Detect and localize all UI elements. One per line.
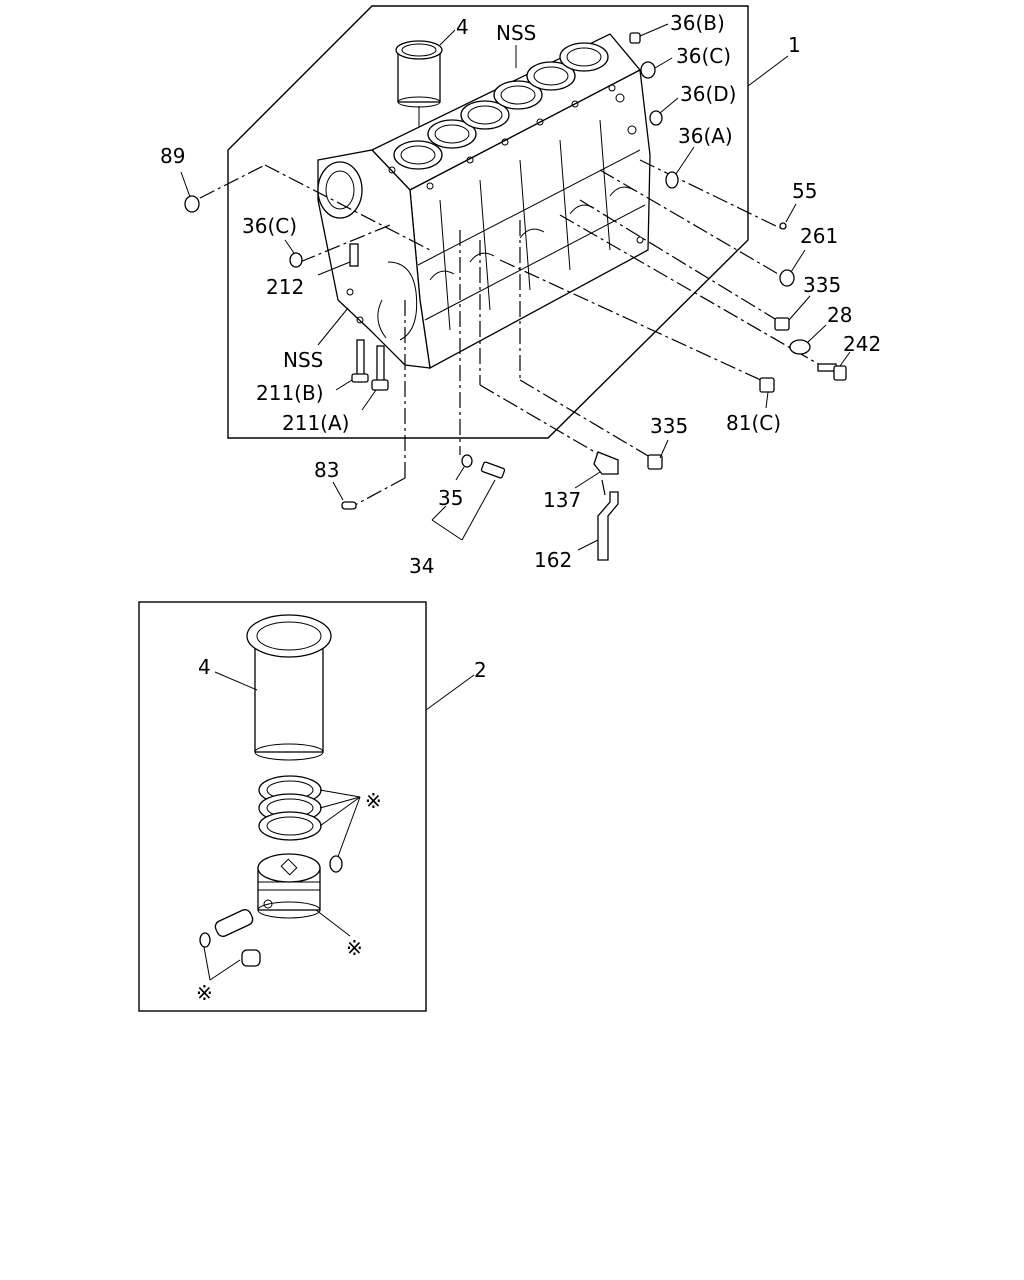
plug-36c-left [284, 239, 303, 268]
leader-1 [747, 55, 789, 87]
label-89: 89 [160, 144, 185, 168]
plug-89 [180, 171, 200, 213]
bolt-211a [361, 345, 389, 411]
nss-left-leader [317, 307, 349, 346]
label-2: 2 [474, 658, 487, 682]
label-36c-right: 36(C) [676, 44, 731, 68]
label-28: 28 [827, 303, 852, 327]
bolt-211b [335, 339, 369, 391]
plug-36a [665, 146, 695, 189]
leader-2 [425, 674, 475, 711]
label-162: 162 [534, 548, 572, 572]
label-212: 212 [266, 275, 304, 299]
piston-pin-set [199, 909, 261, 981]
label-34: 34 [409, 554, 434, 578]
label-83: 83 [314, 458, 339, 482]
label-nss-top: NSS [496, 21, 536, 45]
ring-261 [779, 249, 806, 287]
dowel-212 [317, 243, 359, 276]
assembly-frame-1 [227, 5, 749, 439]
gasket-28 [789, 324, 827, 355]
label-261: 261 [800, 224, 838, 248]
label-211b: 211(B) [256, 381, 324, 405]
cylinder-liner-top [395, 29, 456, 145]
plug-81c [759, 377, 775, 409]
label-4-kit: 4 [198, 655, 211, 679]
label-335-bottom: 335 [650, 414, 688, 438]
ball-55 [779, 203, 797, 230]
label-137: 137 [543, 488, 581, 512]
plug-36d [649, 97, 679, 126]
pin-83 [332, 481, 357, 510]
label-242: 242 [843, 332, 881, 356]
bolt-335-bottom [647, 439, 669, 470]
bolt-242 [817, 351, 851, 381]
label-star-rings: ※ [365, 789, 382, 813]
bolt-335-right [774, 295, 811, 331]
label-81c: 81(C) [726, 411, 781, 435]
label-211a: 211(A) [282, 411, 349, 435]
kit-box-2 [138, 601, 427, 1012]
label-star-piston: ※ [346, 936, 363, 960]
label-star-pin: ※ [196, 981, 213, 1005]
label-335-right: 335 [803, 273, 841, 297]
plug-36c-right [640, 57, 673, 79]
label-4-top: 4 [456, 15, 469, 39]
label-nss-left: NSS [283, 348, 323, 372]
label-1: 1 [788, 33, 801, 57]
ring-35 [455, 454, 473, 481]
label-55: 55 [792, 179, 817, 203]
label-36c-left: 36(C) [242, 214, 297, 238]
label-36b: 36(B) [670, 11, 725, 35]
cylinder-liner-kit [214, 614, 332, 761]
label-36d: 36(D) [680, 82, 736, 106]
fitting-34 [431, 461, 506, 541]
tube-162 [577, 491, 619, 561]
label-36a: 36(A) [678, 124, 733, 148]
piston [257, 853, 351, 937]
nozzle-137 [574, 451, 619, 489]
plug-36b [629, 23, 669, 44]
leader-lines [199, 159, 821, 506]
label-35: 35 [438, 486, 463, 510]
cylinder-block [317, 33, 651, 370]
piston-rings [258, 775, 361, 873]
